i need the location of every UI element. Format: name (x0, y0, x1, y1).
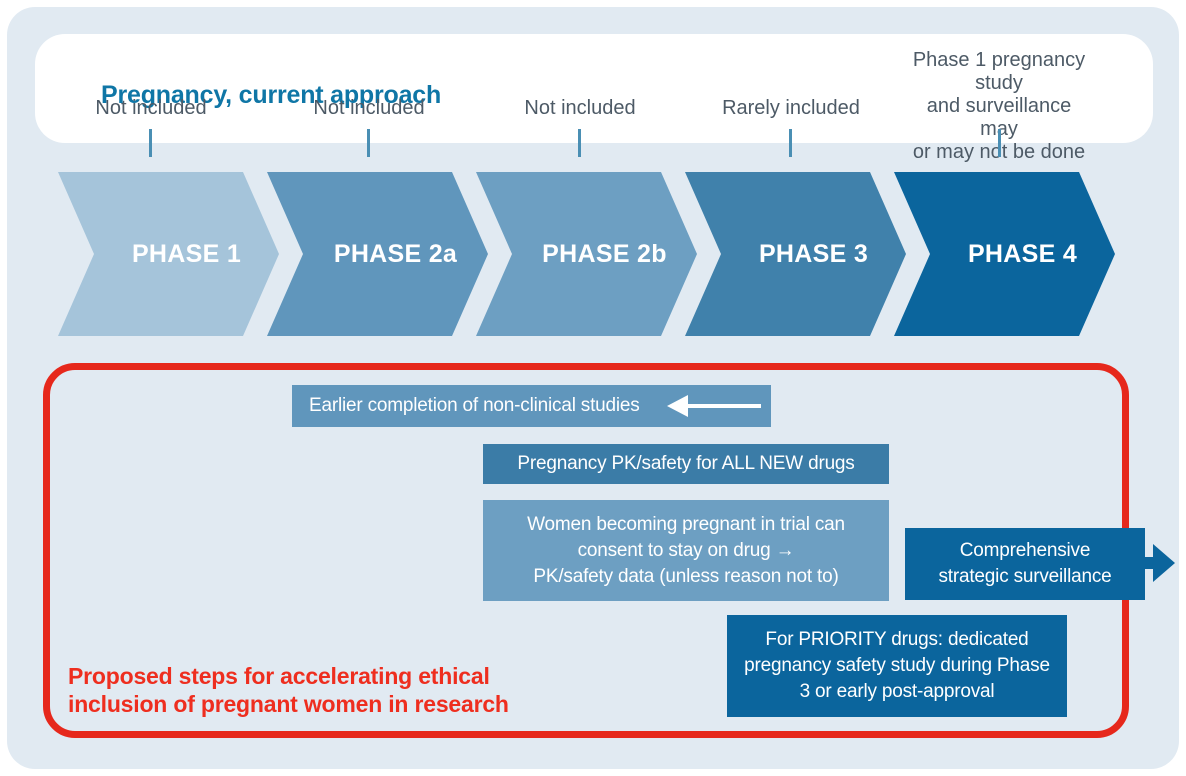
timeline-tick (149, 129, 152, 157)
timeline-tick (578, 129, 581, 157)
timeline-label-phase1: Not included (95, 97, 207, 119)
chevron-phase-1: PHASE 1 (58, 172, 279, 336)
step-priority-drugs: For PRIORITY drugs: dedicated pregnancy … (727, 615, 1067, 717)
right-arrow-icon (1153, 544, 1175, 582)
step-pk-safety-all-new: Pregnancy PK/safety for ALL NEW drugs (483, 444, 889, 484)
chevron-phase-2b: PHASE 2b (476, 172, 697, 336)
timeline-label-phase4: Phase 1 pregnancy study and surveillance… (912, 49, 1086, 163)
left-arrow-icon (667, 395, 761, 417)
step-comprehensive-surveillance-label: Comprehensive strategic surveillance (938, 540, 1112, 587)
step-women-consent-label: Women becoming pregnant in trial can con… (527, 513, 845, 587)
timeline-tick (789, 129, 792, 157)
step-women-consent: Women becoming pregnant in trial can con… (483, 500, 889, 601)
proposed-steps-caption: Proposed steps for accelerating ethical … (68, 663, 509, 717)
timeline-label-phase2b: Not included (524, 97, 636, 119)
timeline-label-phase3: Rarely included (722, 97, 860, 119)
chevron-phase-1-label: PHASE 1 (131, 239, 242, 268)
chevron-phase-3: PHASE 3 (685, 172, 906, 336)
chevron-phase-4-label: PHASE 4 (967, 239, 1078, 268)
chevron-phase-2a-label: PHASE 2a (333, 239, 458, 268)
chevron-phase-2a: PHASE 2a (267, 172, 488, 336)
step-priority-drugs-label: For PRIORITY drugs: dedicated pregnancy … (744, 629, 1050, 702)
timeline-tick (998, 129, 1001, 157)
timeline-label-phase2a: Not included (313, 97, 425, 119)
step-pk-safety-all-new-label: Pregnancy PK/safety for ALL NEW drugs (517, 453, 855, 474)
step-earlier-nonclinical-label: Earlier completion of non-clinical studi… (309, 395, 640, 416)
timeline-tick (367, 129, 370, 157)
chevron-phase-3-label: PHASE 3 (758, 239, 869, 268)
step-earlier-nonclinical: Earlier completion of non-clinical studi… (292, 385, 771, 427)
panel-title: Pregnancy, current approach (101, 81, 442, 109)
current-approach-panel: Pregnancy, current approach (35, 34, 1153, 143)
chevron-phase-2b-label: PHASE 2b (542, 239, 667, 268)
step-comprehensive-surveillance: Comprehensive strategic surveillance (905, 528, 1145, 600)
chevron-phase-4: PHASE 4 (894, 172, 1115, 336)
